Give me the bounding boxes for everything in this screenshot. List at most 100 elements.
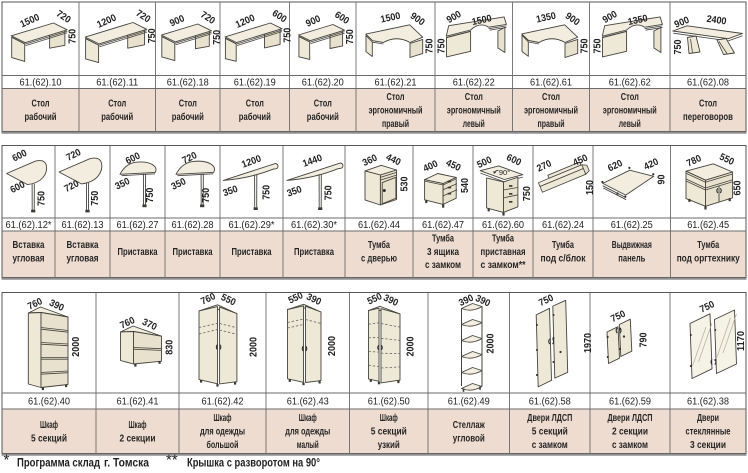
svg-text:350: 350 bbox=[222, 184, 240, 200]
svg-text:Шкаф: Шкаф bbox=[40, 419, 58, 431]
svg-text:61.(62).20: 61.(62).20 bbox=[302, 78, 344, 89]
svg-text:Вставка: Вставка bbox=[67, 240, 99, 251]
svg-text:61.(62).28: 61.(62).28 bbox=[172, 220, 214, 231]
svg-text:2000: 2000 bbox=[71, 336, 82, 357]
svg-text:61.(62).24: 61.(62).24 bbox=[542, 220, 584, 231]
svg-text:2400: 2400 bbox=[706, 14, 728, 28]
svg-text:2000: 2000 bbox=[405, 336, 416, 357]
svg-text:750: 750 bbox=[673, 39, 684, 54]
svg-text:1500: 1500 bbox=[380, 11, 402, 26]
svg-text:панель: панель bbox=[618, 254, 645, 265]
svg-text:1350: 1350 bbox=[535, 10, 557, 25]
svg-text:Выдвижная: Выдвижная bbox=[612, 240, 652, 251]
svg-text:Тумба: Тумба bbox=[697, 239, 719, 251]
svg-text:Приставка: Приставка bbox=[232, 247, 272, 258]
svg-text:Стол: Стол bbox=[621, 92, 639, 103]
svg-text:830: 830 bbox=[164, 339, 175, 354]
svg-text:61.(62).11: 61.(62).11 bbox=[96, 78, 138, 89]
svg-text:61.(62).10: 61.(62).10 bbox=[20, 78, 62, 89]
svg-text:Стол: Стол bbox=[387, 92, 405, 103]
svg-text:Стол: Стол bbox=[314, 99, 332, 110]
svg-text:2 секции: 2 секции bbox=[120, 433, 156, 444]
svg-text:левый: левый bbox=[619, 119, 641, 130]
svg-text:переговоров: переговоров bbox=[683, 112, 733, 123]
svg-text:61.(62).19: 61.(62).19 bbox=[234, 78, 276, 89]
svg-text:750: 750 bbox=[147, 28, 158, 43]
svg-text:правый: правый bbox=[538, 119, 565, 130]
svg-text:рабочий: рабочий bbox=[307, 111, 339, 123]
svg-text:эргономичный: эргономичный bbox=[369, 105, 423, 116]
svg-text:Стеллаж: Стеллаж bbox=[453, 420, 486, 431]
svg-text:рабочий: рабочий bbox=[101, 111, 133, 123]
svg-text:61.(62).40: 61.(62).40 bbox=[28, 397, 70, 408]
svg-text:790: 790 bbox=[638, 332, 649, 347]
svg-text:малый: малый bbox=[297, 440, 319, 451]
svg-text:для одежды: для одежды bbox=[285, 427, 330, 438]
svg-text:рабочий: рабочий bbox=[172, 111, 204, 123]
svg-text:приставная: приставная bbox=[481, 247, 526, 258]
svg-text:3 секции: 3 секции bbox=[690, 440, 726, 451]
svg-text:61.(62).38: 61.(62).38 bbox=[687, 397, 729, 408]
svg-text:750: 750 bbox=[436, 38, 447, 53]
svg-text:61.(62).47: 61.(62).47 bbox=[422, 220, 464, 231]
svg-text:Тумба: Тумба bbox=[552, 239, 574, 251]
svg-text:Шкаф: Шкаф bbox=[214, 412, 232, 424]
svg-text:Тумба: Тумба bbox=[492, 232, 514, 244]
svg-text:61.(62).41: 61.(62).41 bbox=[117, 397, 159, 408]
svg-text:750: 750 bbox=[522, 186, 533, 201]
svg-text:2000: 2000 bbox=[248, 336, 259, 357]
svg-text:Стол: Стол bbox=[179, 99, 197, 110]
svg-text:угловой: угловой bbox=[453, 433, 485, 444]
svg-text:750: 750 bbox=[201, 187, 212, 202]
svg-text:Шкаф: Шкаф bbox=[380, 412, 398, 424]
svg-text:750: 750 bbox=[68, 28, 79, 43]
svg-text:61.(62).30*: 61.(62).30* bbox=[291, 220, 337, 231]
svg-text:750: 750 bbox=[424, 38, 435, 53]
svg-text:с дверью: с дверью bbox=[361, 254, 397, 265]
svg-text:левый: левый bbox=[463, 119, 485, 130]
svg-text:**: ** bbox=[166, 452, 178, 469]
svg-text:61.(62).60: 61.(62).60 bbox=[482, 220, 524, 231]
svg-text:750: 750 bbox=[282, 27, 293, 42]
svg-text:61.(62).42: 61.(62).42 bbox=[202, 397, 244, 408]
svg-text:61.(62).08: 61.(62).08 bbox=[687, 78, 729, 89]
svg-text:61.(62).13: 61.(62).13 bbox=[62, 220, 104, 231]
svg-text:750: 750 bbox=[345, 29, 356, 44]
svg-text:530: 530 bbox=[400, 176, 411, 191]
svg-text:61.(62).45: 61.(62).45 bbox=[687, 220, 729, 231]
svg-text:3 ящика: 3 ящика bbox=[427, 247, 459, 258]
svg-text:750: 750 bbox=[212, 29, 223, 44]
svg-text:Стол: Стол bbox=[246, 99, 264, 110]
svg-text:2000: 2000 bbox=[485, 333, 496, 354]
svg-text:эргономичный: эргономичный bbox=[447, 105, 501, 116]
svg-text:Стол: Стол bbox=[699, 99, 717, 110]
svg-text:750: 750 bbox=[145, 187, 156, 202]
svg-text:с замком: с замком bbox=[532, 440, 568, 451]
svg-text:750: 750 bbox=[261, 184, 272, 199]
svg-text:350: 350 bbox=[286, 184, 304, 200]
svg-text:1170: 1170 bbox=[736, 330, 747, 351]
svg-text:Крышка с разворотом на 90°: Крышка с разворотом на 90° bbox=[187, 456, 320, 470]
svg-text:рабочий: рабочий bbox=[239, 111, 271, 123]
svg-text:61.(62).27: 61.(62).27 bbox=[117, 220, 159, 231]
svg-text:Стол: Стол bbox=[32, 99, 50, 110]
svg-text:61.(62).61: 61.(62).61 bbox=[530, 78, 572, 89]
svg-text:Приставка: Приставка bbox=[294, 247, 334, 258]
svg-text:стеклянные: стеклянные bbox=[686, 427, 731, 438]
svg-text:61.(62).29*: 61.(62).29* bbox=[229, 220, 275, 231]
svg-text:750: 750 bbox=[592, 38, 603, 53]
svg-text:61.(62).50: 61.(62).50 bbox=[368, 397, 410, 408]
svg-text:1500: 1500 bbox=[471, 13, 493, 28]
svg-text:Двери ЛДСП: Двери ЛДСП bbox=[527, 413, 572, 424]
svg-text:Стол: Стол bbox=[542, 92, 560, 103]
svg-text:61.(62).59: 61.(62).59 bbox=[609, 397, 651, 408]
svg-text:Тумба: Тумба bbox=[368, 239, 390, 251]
svg-text:Приставка: Приставка bbox=[173, 247, 213, 258]
svg-text:Тумба: Тумба bbox=[432, 232, 454, 244]
svg-text:900: 900 bbox=[673, 15, 691, 31]
svg-text:90°: 90° bbox=[499, 168, 510, 177]
svg-text:750: 750 bbox=[36, 191, 47, 206]
svg-text:Стол: Стол bbox=[465, 92, 483, 103]
svg-text:540: 540 bbox=[460, 178, 471, 193]
svg-text:угловая: угловая bbox=[67, 254, 99, 265]
